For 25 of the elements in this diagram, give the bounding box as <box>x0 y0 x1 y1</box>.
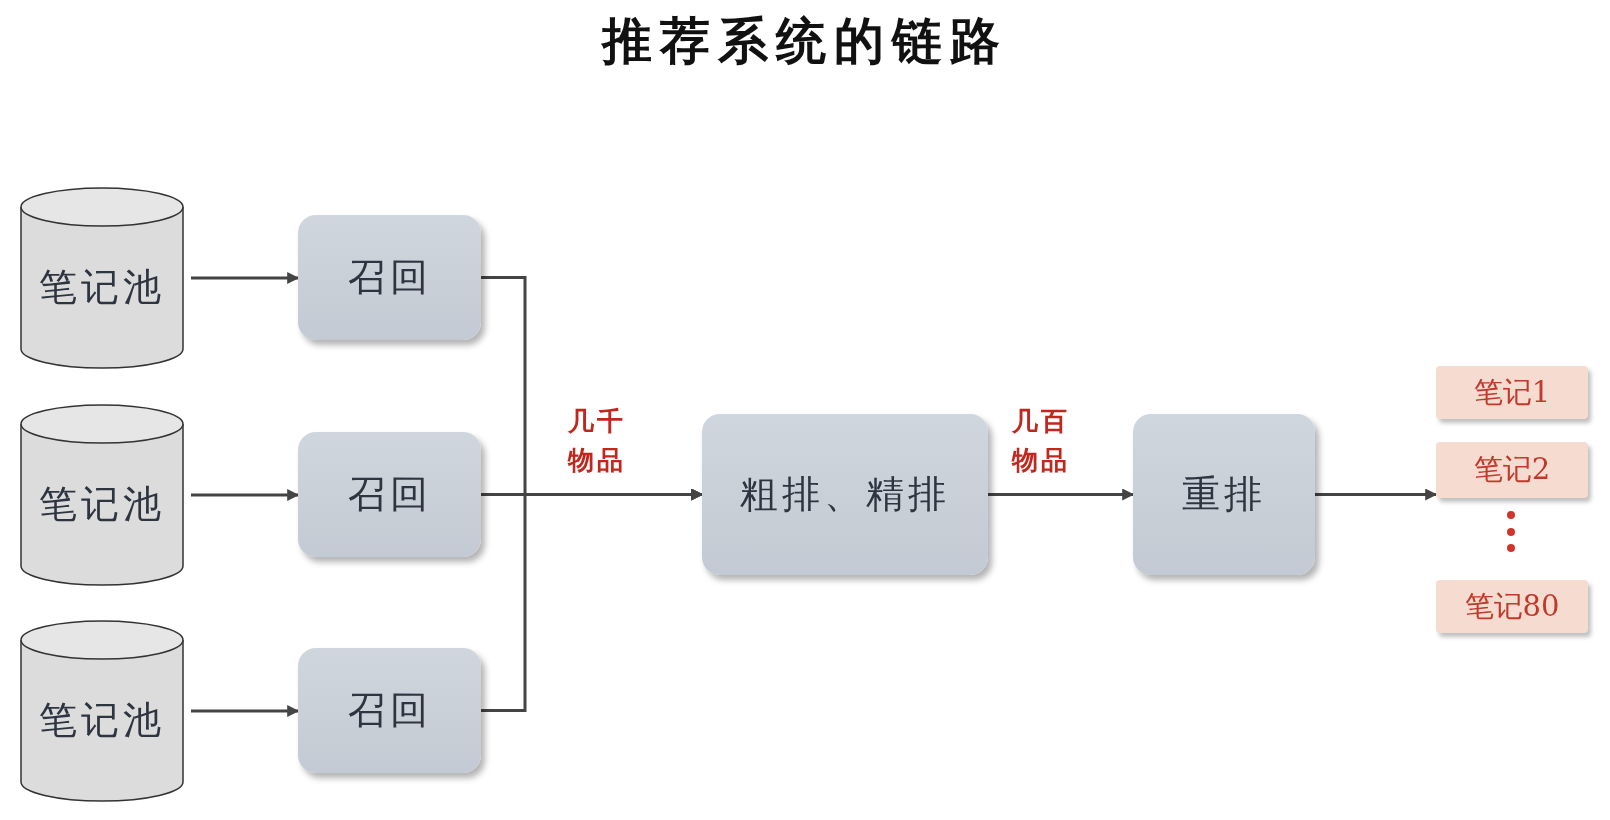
arrow <box>1315 488 1438 501</box>
diagram-title: 推荐系统的链路 <box>600 11 1009 72</box>
process-box <box>298 432 481 557</box>
node-label: 召回 <box>347 471 432 518</box>
process-box <box>702 414 988 575</box>
result-card <box>1436 442 1588 498</box>
node-label: 笔记1 <box>1473 373 1551 411</box>
node-label: 召回 <box>347 687 432 734</box>
node-label: 笔记池 <box>39 263 165 311</box>
result-card <box>1436 366 1588 419</box>
arrow <box>988 488 1135 501</box>
node-label: 笔记池 <box>39 480 165 528</box>
arrow <box>191 705 300 717</box>
node-label: 笔记2 <box>1473 451 1551 488</box>
node-label: 笔记池 <box>39 696 165 744</box>
node-label: 重排 <box>1182 471 1266 518</box>
arrow <box>191 489 300 501</box>
process-box <box>298 215 481 340</box>
process-box <box>298 648 481 773</box>
node-label: 笔记80 <box>1464 587 1560 625</box>
node-label: 召回 <box>347 254 432 301</box>
node-label: 粗排、精排 <box>740 471 950 518</box>
process-box <box>1133 414 1315 575</box>
result-card <box>1436 580 1588 633</box>
arrow <box>191 272 300 284</box>
